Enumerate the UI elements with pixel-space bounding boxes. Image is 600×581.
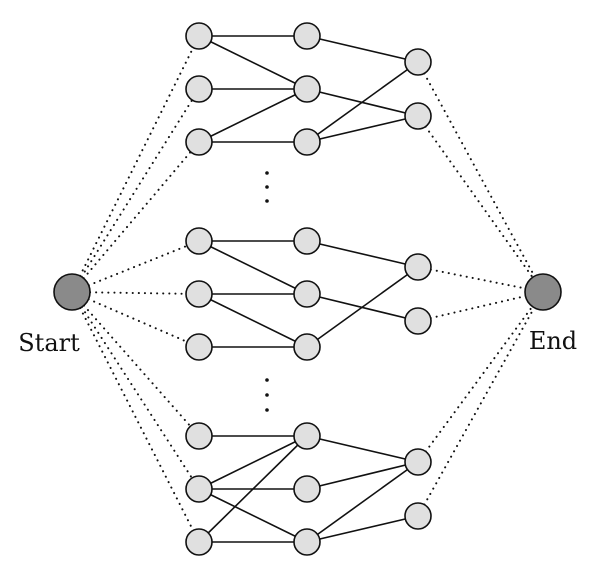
edge-g3-c2-c3-4	[306, 515, 419, 543]
node-g2-c2-3	[293, 333, 321, 361]
edge-g3-c1-c2-4	[198, 488, 308, 543]
dotted-edge-end-g1-n2	[424, 125, 534, 279]
node-g3-c3-2	[404, 502, 432, 530]
dotted-edge-start-g2-n3	[87, 298, 189, 343]
edge-g3-c2-c3-2	[306, 461, 419, 490]
node-g2-c3-2	[404, 307, 432, 335]
dotted-edge-start-g3-n3	[79, 307, 195, 532]
node-g1-c1-1	[185, 22, 213, 50]
nodes	[53, 22, 562, 556]
start-label: Start	[18, 329, 80, 357]
dotted-edge-start-g2-n2	[88, 291, 188, 295]
edge-g1-c2-c3-3	[306, 61, 419, 143]
node-g1-c3-1	[404, 48, 432, 76]
ellipsis-dot-1-3	[265, 199, 269, 203]
node-g1-c3-2	[404, 102, 432, 130]
dotted-edge-end-g2-n2	[429, 295, 527, 320]
edge-g3-c1-c2-5	[198, 435, 308, 543]
node-g2-c1-1	[185, 227, 213, 255]
node-g1-c2-1	[293, 22, 321, 50]
dotted-edge-end-g2-n1	[429, 268, 527, 290]
node-g2-c2-1	[293, 227, 321, 255]
node-g3-c2-1	[293, 422, 321, 450]
edge-g1-c2-c3-4	[306, 115, 419, 143]
ellipsis-dot-2-1	[265, 378, 269, 382]
node-g2-c1-2	[185, 280, 213, 308]
node-g3-c1-3	[185, 528, 213, 556]
edge-g2-c2-c3-3	[306, 266, 419, 348]
edge-g1-c1-c2-2	[198, 35, 308, 90]
node-g2-c1-3	[185, 333, 213, 361]
ellipsis-dots	[265, 171, 269, 412]
node-g3-c2-2	[293, 475, 321, 503]
edge-g2-c2-c3-1	[306, 240, 419, 268]
edge-g3-c2-c3-3	[306, 461, 419, 543]
node-g1-c1-3	[185, 128, 213, 156]
edge-g3-c1-c2-2	[198, 435, 308, 490]
node-g1-c1-2	[185, 75, 213, 103]
node-g1-c2-3	[293, 128, 321, 156]
dotted-edge-start-g1-n3	[82, 150, 192, 280]
edge-g2-c1-c2-2	[198, 240, 308, 295]
node-g3-c2-3	[293, 528, 321, 556]
dotted-edge-start-g3-n2	[80, 306, 193, 480]
ellipsis-dot-1-2	[265, 185, 269, 189]
dotted-edge-start-g1-n1	[78, 46, 195, 277]
node-g2-c2-2	[293, 280, 321, 308]
dotted-edge-start-g2-n1	[87, 244, 188, 287]
dotted-connections	[78, 46, 536, 532]
edge-g1-c2-c3-1	[306, 35, 419, 63]
ellipsis-dot-1-1	[265, 171, 269, 175]
end-label: End	[529, 327, 577, 355]
edge-g1-c1-c2-4	[198, 88, 308, 143]
dotted-edge-end-g1-n1	[423, 72, 536, 278]
dotted-edge-start-g1-n2	[80, 99, 194, 278]
node-g3-c1-1	[185, 422, 213, 450]
edge-g2-c1-c2-4	[198, 293, 308, 348]
node-g2-c3-1	[404, 253, 432, 281]
start-node	[53, 273, 91, 311]
end-node	[524, 273, 562, 311]
ellipsis-dot-2-2	[265, 393, 269, 397]
ellipsis-dot-2-3	[265, 408, 269, 412]
node-g1-c2-2	[293, 75, 321, 103]
node-g3-c3-1	[404, 448, 432, 476]
solid-connections	[198, 35, 419, 543]
dotted-edge-end-g3-n1	[424, 305, 534, 453]
edge-g3-c2-c3-1	[306, 435, 419, 463]
node-g3-c1-2	[185, 475, 213, 503]
dotted-edge-start-g3-n1	[82, 304, 192, 428]
dotted-edge-end-g3-n2	[423, 306, 536, 506]
